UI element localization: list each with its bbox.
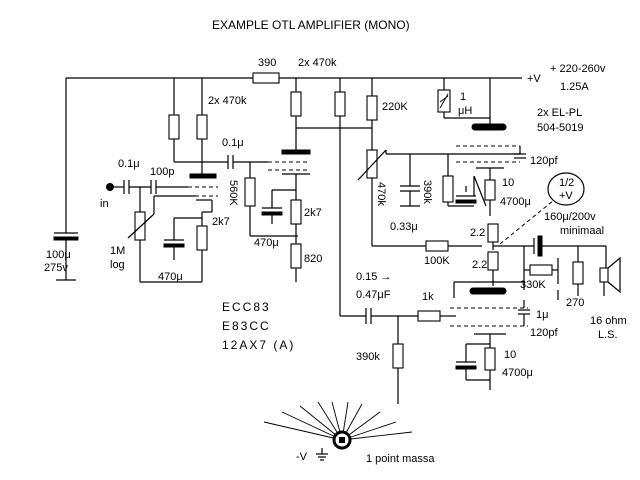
r-270-label: 270 <box>566 297 584 309</box>
r-470k-label: 470k <box>375 182 387 206</box>
c-100p-label: 100p <box>150 166 174 178</box>
output-tube-lower <box>450 281 528 348</box>
preamp-tube-line3: 12AX7 (A) <box>222 338 295 352</box>
supply-voltage-label: + 220-260v <box>550 63 606 75</box>
c-coupling-a-label: 0.15 → <box>356 271 391 283</box>
c-470u-b-label: 470μ <box>254 237 279 249</box>
upper-cathode <box>455 179 496 216</box>
r-390-label: 390 <box>258 57 276 69</box>
r-390k-mid-label: 390k <box>421 180 433 204</box>
schematic-title: EXAMPLE OTL AMPLIFIER (MONO) <box>212 18 410 32</box>
c-01u-b-label: 0.1μ <box>222 137 244 149</box>
tube2-triode <box>268 78 372 200</box>
choke-unit-label: μH <box>458 105 472 117</box>
input-jack-icon <box>106 183 114 191</box>
minimaal-label: minimaal <box>560 225 604 237</box>
r-220k-label: 220K <box>382 101 408 113</box>
r-560k-label: 560K <box>227 180 239 206</box>
c-100u-label: 100μ <box>46 249 71 261</box>
c-01u-a-label: 0.1μ <box>118 158 140 170</box>
half-v-bottom-label: +V <box>559 190 573 202</box>
c-120pf-a-label: 120pf <box>530 155 558 167</box>
c-470u-a-label: 470μ <box>158 271 183 283</box>
input-capacitors <box>114 180 188 194</box>
r-390k-bottom-label: 390k <box>356 351 380 363</box>
r-10-b-label: 10 <box>504 349 516 361</box>
star-ground-icon <box>263 401 413 450</box>
r-100k <box>425 240 449 252</box>
speaker-icon <box>599 246 621 296</box>
c-4700u-a-label: 4700μ <box>500 196 531 208</box>
c-4700u-b-label: 4700μ <box>502 367 533 379</box>
output-tube-upper <box>456 123 520 207</box>
c-1u-label: 1μ <box>536 309 548 321</box>
r-2x470k-top-label: 2x 470k <box>298 57 337 69</box>
c-120pf-upper <box>514 146 526 159</box>
output-coupling-capacitor <box>533 235 606 257</box>
c-1u <box>518 300 530 326</box>
speaker-type-label: L.S. <box>598 329 618 341</box>
tube1-triode <box>188 173 218 213</box>
divider-220k-470k <box>357 78 520 247</box>
ground-symbol-icon <box>316 448 328 461</box>
c-033u <box>400 154 420 207</box>
r-1k-label: 1k <box>422 291 434 303</box>
output-tube-line1: 2x EL-PL <box>537 107 582 119</box>
r-390k-mid <box>442 154 474 207</box>
r-2k7-a-label: 2k7 <box>212 216 230 228</box>
c-coupling-b-label: 0.47μF <box>356 289 391 301</box>
choke <box>437 78 491 126</box>
pot-1m-label: 1M <box>110 245 125 257</box>
preamp-tube-line2: E83CC <box>222 319 271 333</box>
speaker-impedance-label: 16 ohm <box>590 315 627 327</box>
ground-label: 1 point massa <box>366 453 435 465</box>
supply-current-label: 1.25A <box>560 81 589 93</box>
r-100k-label: 100K <box>424 255 450 267</box>
r-22-a-label: 2.2 <box>470 227 485 239</box>
stage2-cathode <box>261 189 302 282</box>
lower-drive <box>339 128 456 404</box>
r-10-a-label: 10 <box>502 177 514 189</box>
interstage-capacitor <box>227 155 268 169</box>
choke-value-label: 1 <box>460 91 466 103</box>
supply-390-resistor <box>252 72 280 84</box>
stage1-cathode <box>140 212 208 283</box>
r-820-label: 820 <box>304 253 322 265</box>
grid-leak-560k <box>244 162 298 237</box>
c-160u-label: 160μ/200v <box>544 211 596 223</box>
r-2k7-b-label: 2k7 <box>304 207 322 219</box>
plus-v-label: +V <box>527 73 541 85</box>
volume-pot <box>127 187 196 282</box>
bias-network <box>523 246 584 300</box>
half-v-top-label: 1/2 <box>559 177 574 189</box>
reservoir-capacitor <box>53 78 79 281</box>
r-330k-label: 330K <box>520 279 546 291</box>
minus-v-label: -V <box>296 451 308 463</box>
lower-cathode <box>455 343 496 390</box>
output-tube-line2: 504-5019 <box>537 122 584 134</box>
stage1-anode-resistors <box>168 78 228 175</box>
r-22-b-label: 2.2 <box>472 259 487 271</box>
pot-log-label: log <box>110 259 125 271</box>
preamp-tube-line1: ECC83 <box>222 300 271 314</box>
center-resistors <box>448 223 534 282</box>
r-2x470k-left-label: 2x 470k <box>208 95 247 107</box>
half-v-probe <box>499 172 585 245</box>
c-033u-label: 0.33μ <box>390 221 418 233</box>
input-label: in <box>100 198 109 210</box>
c-120pf-b-label: 120pf <box>530 327 558 339</box>
c-275v-label: 275v <box>44 262 68 274</box>
